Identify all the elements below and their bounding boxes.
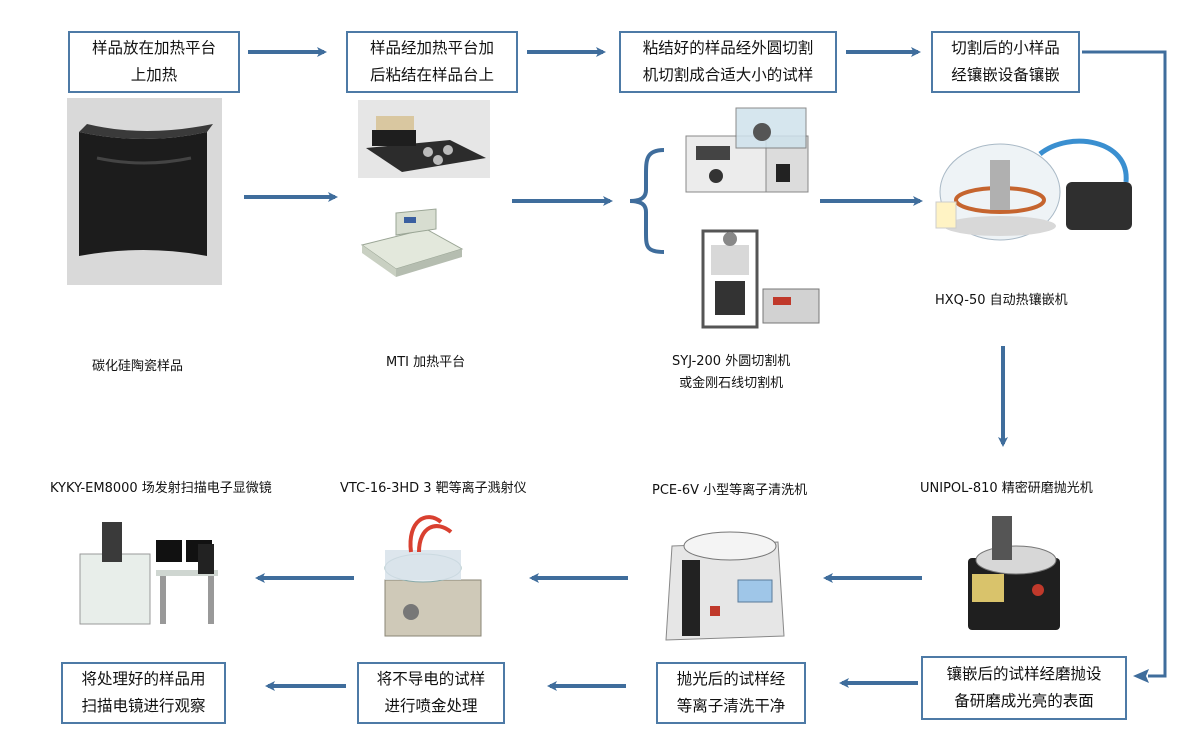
- step-clean-line1: 抛光后的试样经: [676, 670, 786, 688]
- connector-right-head: [1133, 669, 1149, 683]
- sem-image: [79, 522, 218, 625]
- step-polish-line1: 镶嵌后的试样经磨抛设: [946, 665, 1102, 683]
- label-cutter: SYJ-200 外圆切割机 或金刚石线切割机: [672, 351, 790, 395]
- step-bond-box: 样品经加热平台加后粘结在样品台上: [346, 31, 518, 93]
- step-polish-line2: 备研磨成光亮的表面: [954, 692, 1094, 710]
- step-heat-box: 样品放在加热平台上加热: [68, 31, 240, 93]
- step-bond-line1: 样品经加热平台加: [369, 39, 494, 57]
- step-cut-box: 粘结好的样品经外圆切割机切割成合适大小的试样: [619, 31, 837, 93]
- curly-brace: [629, 148, 665, 254]
- step-polish-box: 镶嵌后的试样经磨抛设备研磨成光亮的表面: [921, 656, 1127, 720]
- label-mounting: HXQ-50 自动热镶嵌机: [935, 293, 1068, 308]
- label-polisher: UNIPOL-810 精密研磨抛光机: [920, 481, 1093, 496]
- cutting-machine-image: [685, 107, 809, 193]
- step-cut-line1: 粘结好的样品经外圆切割: [642, 39, 814, 57]
- step-mount-line1: 切割后的小样品: [951, 39, 1060, 57]
- wire-saw-image: [701, 229, 820, 329]
- polisher-image: [968, 516, 1060, 630]
- plasma-cleaner-image: [665, 531, 785, 641]
- sample-stage-image: [358, 100, 490, 178]
- step-sputter-line1: 将不导电的试样: [376, 670, 486, 688]
- step-clean-box: 抛光后的试样经等离子清洗干净: [656, 662, 806, 724]
- step-heat-line2: 上加热: [130, 66, 178, 84]
- step-mount-line2: 经镶嵌设备镶嵌: [951, 66, 1060, 84]
- label-cutter-line2: 或金刚石线切割机: [679, 376, 784, 391]
- mounting-machine-image: [935, 138, 1132, 241]
- step-observe-line2: 扫描电镜进行观察: [81, 697, 206, 715]
- label-sputter: VTC-16-3HD 3 靶等离子溅射仪: [340, 481, 527, 496]
- step-heat-line1: 样品放在加热平台: [91, 39, 216, 57]
- sputter-coater-image: [384, 515, 482, 637]
- step-clean-line2: 等离子清洗干净: [676, 697, 786, 715]
- label-sem: KYKY-EM8000 场发射扫描电子显微镜: [50, 481, 272, 496]
- step-observe-line1: 将处理好的样品用: [81, 670, 206, 688]
- step-bond-line2: 后粘结在样品台上: [369, 66, 494, 84]
- step-observe-box: 将处理好的样品用扫描电镜进行观察: [61, 662, 226, 724]
- step-sputter-box: 将不导电的试样进行喷金处理: [357, 662, 505, 724]
- label-cutter-line1: SYJ-200 外圆切割机: [672, 354, 791, 369]
- step-sputter-line2: 进行喷金处理: [384, 697, 478, 715]
- mti-heater-image: [360, 208, 464, 277]
- sic-sample-image: [67, 98, 222, 285]
- label-sample: 碳化硅陶瓷样品: [92, 359, 184, 374]
- label-plasma: PCE-6V 小型等离子清洗机: [652, 483, 808, 498]
- step-cut-line2: 机切割成合适大小的试样: [642, 66, 814, 84]
- step-mount-box: 切割后的小样品经镶嵌设备镶嵌: [931, 31, 1080, 93]
- label-heater: MTI 加热平台: [386, 355, 466, 370]
